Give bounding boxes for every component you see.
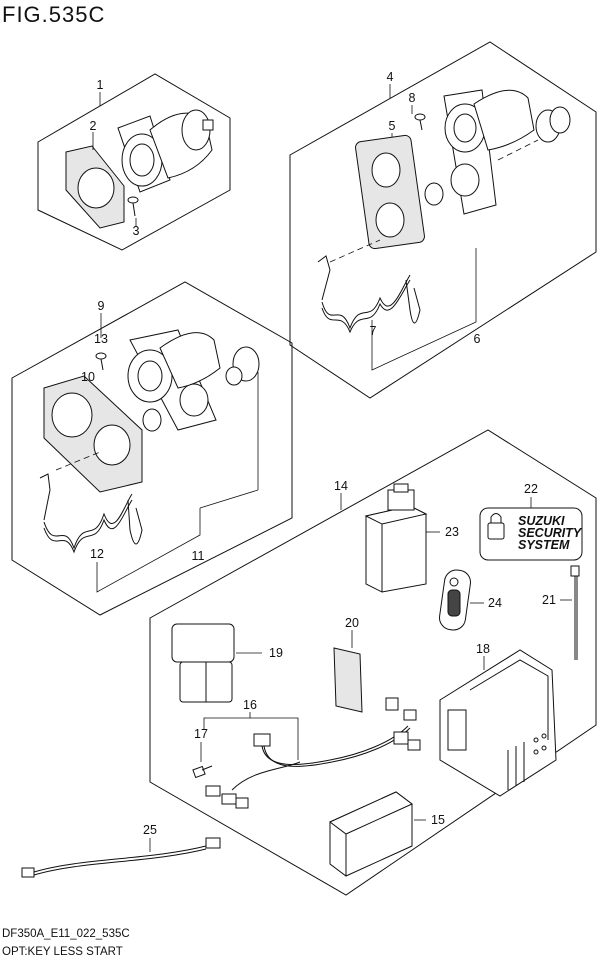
figure-title: FIG.535C: [2, 2, 106, 27]
callout-22: 22: [524, 482, 538, 496]
security-label-line2: SECURITY: [518, 526, 583, 540]
footer-code: DF350A_E11_022_535C: [2, 928, 130, 940]
callout-10: 10: [81, 370, 95, 384]
group-box-9: [11, 281, 293, 616]
nut-ring-6: [424, 182, 444, 206]
lanyard-7: [317, 255, 421, 334]
bolt-17: [192, 765, 213, 779]
group-box-4: [289, 41, 597, 399]
security-label-line3: SYSTEM: [518, 538, 570, 552]
screw-8: [414, 113, 426, 131]
card-20: [333, 647, 363, 713]
group-box-1: [37, 73, 231, 251]
screw-13: [95, 352, 107, 371]
callout-16: 16: [243, 698, 257, 712]
callout-5: 5: [389, 119, 396, 133]
receiver-module-19: [171, 623, 235, 703]
callout-4: 4: [387, 70, 394, 84]
callout-3: 3: [133, 224, 140, 238]
cable-tie-21: [570, 565, 580, 660]
callout-6: 6: [474, 332, 481, 346]
callout-11: 11: [192, 549, 205, 563]
footer-caption: OPT:KEY LESS START: [2, 946, 123, 958]
security-label-line1: SUZUKI: [518, 514, 565, 528]
callout-1: 1: [97, 78, 104, 92]
callout-20: 20: [345, 616, 359, 630]
bezel-plate-10: [43, 375, 143, 493]
switch-assembly-6: [443, 89, 571, 215]
callout-21: 21: [542, 593, 556, 607]
cable-25: [21, 837, 221, 878]
nut-ring-11: [142, 408, 162, 432]
bezel-plate-5: [355, 134, 425, 250]
key-fob-24: [439, 569, 471, 631]
bezel-plate-2: [65, 145, 125, 229]
callout-14: 14: [334, 479, 348, 493]
group-box-14: [149, 429, 597, 896]
screw-3: [127, 196, 139, 217]
callout-12: 12: [90, 547, 104, 561]
callout-7: 7: [370, 324, 377, 338]
security-label-22: SUZUKI SECURITY SYSTEM: [479, 507, 583, 561]
lanyard-12: [39, 473, 143, 554]
callout-17: 17: [194, 727, 208, 741]
callout-19: 19: [269, 646, 283, 660]
tray-15: [329, 791, 413, 877]
wire-harness-16: [205, 697, 421, 809]
ignition-switch-1: [117, 109, 214, 193]
callout-15: 15: [431, 813, 445, 827]
callout-23: 23: [445, 525, 459, 539]
callout-13: 13: [94, 332, 108, 346]
callout-24: 24: [488, 596, 502, 610]
callout-8: 8: [409, 91, 416, 105]
control-unit-23: [364, 483, 428, 593]
callout-25: 25: [143, 823, 157, 837]
callout-9: 9: [98, 299, 105, 313]
callout-18: 18: [476, 642, 490, 656]
callout-2: 2: [90, 119, 97, 133]
bracket-18: [439, 649, 557, 797]
switch-assembly-11: [127, 329, 260, 431]
